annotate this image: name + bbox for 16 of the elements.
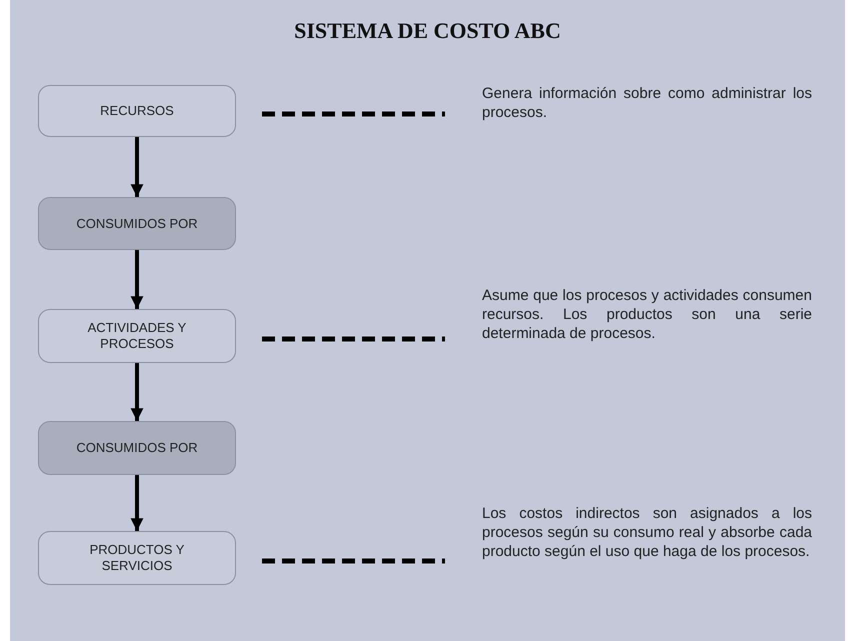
description-text: Asume que los procesos y actividades consumen recursos. Los productos son una serie determinada de procesos. xyxy=(482,287,812,344)
arrow xyxy=(130,137,144,197)
description-text: Los costos indirectos son asignados a los procesos según su consumo real y absorbe cada producto según el uso que haga de los procesos. xyxy=(482,505,812,562)
process-box: CONSUMIDOS POR xyxy=(38,197,236,250)
arrow xyxy=(130,475,144,531)
description-text: Genera información sobre como administrar los procesos. xyxy=(482,85,812,122)
dashed-connector xyxy=(262,112,445,116)
dashed-connector xyxy=(262,558,445,564)
diagram-title: SISTEMA DE COSTO ABC xyxy=(293,18,562,44)
process-box: RECURSOS xyxy=(38,85,236,137)
process-box: ACTIVIDADES Y PROCESOS xyxy=(38,309,236,363)
process-box: PRODUCTOS Y SERVICIOS xyxy=(38,531,236,585)
arrow xyxy=(130,250,144,309)
arrow xyxy=(130,363,144,421)
process-box: CONSUMIDOS POR xyxy=(38,421,236,475)
dashed-connector xyxy=(262,336,445,342)
